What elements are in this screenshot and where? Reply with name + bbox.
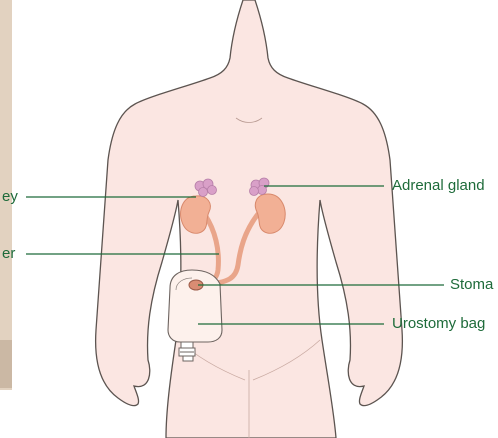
- label-stoma: Stoma: [450, 276, 493, 294]
- label-urostomy-bag: Urostomy bag: [392, 315, 485, 333]
- label-ureter: er: [2, 245, 15, 263]
- kidney-left: [181, 196, 211, 233]
- label-adrenal-gland: Adrenal gland: [392, 177, 485, 195]
- label-kidney: ey: [2, 188, 18, 206]
